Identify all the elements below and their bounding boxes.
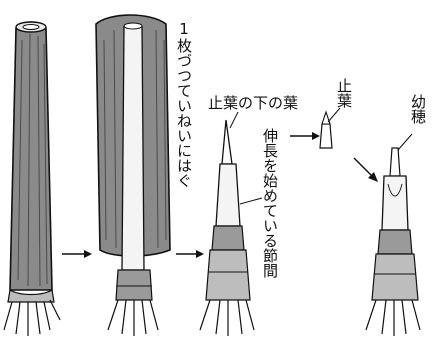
stage3-inner-stem — [199, 111, 263, 336]
stage4-flag-leaf — [319, 107, 341, 149]
label-flag-leaf: 止葉 — [335, 78, 353, 108]
label-leaf-below-flag-leaf: 止葉の下の葉 — [208, 94, 299, 112]
right-arrow-icon — [290, 132, 320, 140]
stage1-whole-stem — [3, 21, 61, 336]
right-arrow-icon — [62, 250, 92, 258]
stage5-young-panicle — [365, 133, 421, 336]
label-elongating-internode: 伸長を始めている節間 — [261, 128, 279, 278]
right-arrow-icon — [176, 250, 204, 258]
right-arrow-icon — [353, 157, 378, 182]
label-peel-instruction: 1枚づつていねいにはぐ — [175, 20, 193, 188]
stage2-peeling-sheath — [95, 14, 171, 336]
label-young-panicle: 幼穂 — [409, 94, 427, 124]
